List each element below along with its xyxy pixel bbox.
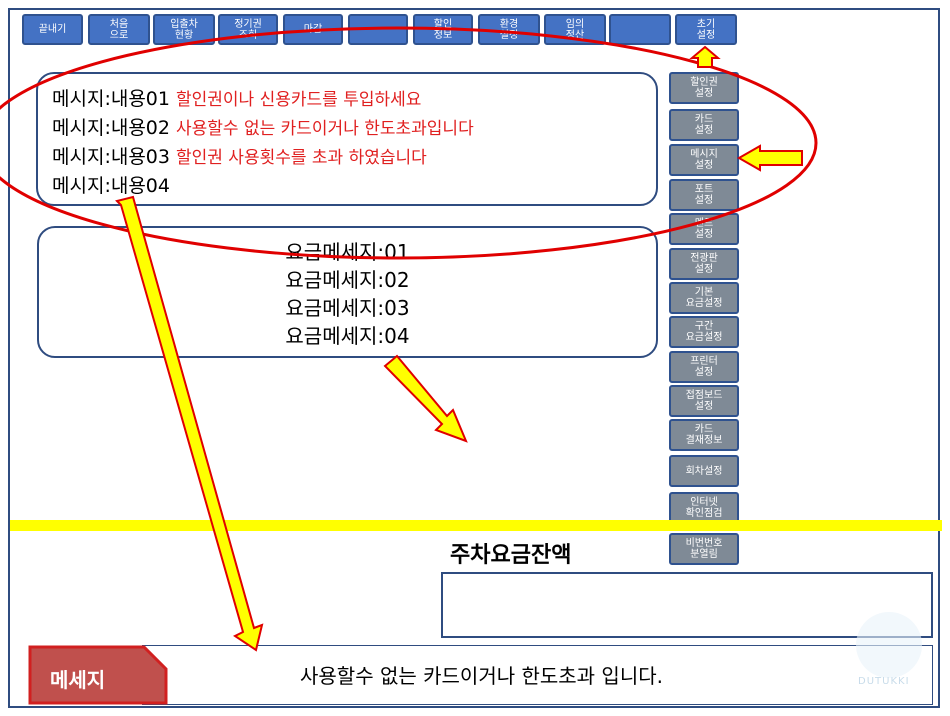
- balance-title: 주차요금잔액: [450, 543, 572, 568]
- side-item-announcement[interactable]: 멘트 설정: [669, 213, 739, 245]
- side-item-discount-ticket[interactable]: 할인권 설정: [669, 72, 739, 104]
- side-item-card[interactable]: 카드 설정: [669, 109, 739, 141]
- watermark-text: DUTUKKI: [858, 676, 910, 687]
- side-item-rotation[interactable]: 회차설정: [669, 455, 739, 487]
- bottom-message-box: [142, 645, 933, 705]
- discount-info-button[interactable]: 할인 정보: [413, 14, 473, 45]
- side-item-section-fee[interactable]: 구간 요금설정: [669, 316, 739, 348]
- blank-button-1[interactable]: [348, 14, 408, 45]
- message-text[interactable]: 할인권이나 신용카드를 투입하세요: [175, 90, 422, 110]
- season-pass-button[interactable]: 정기권 조회: [218, 14, 278, 45]
- initial-settings-button[interactable]: 초기 설정: [675, 14, 737, 45]
- yellow-divider: [10, 520, 942, 531]
- message-key: 메시지:내용01: [52, 88, 170, 110]
- message-key: 메시지:내용03: [52, 146, 170, 168]
- side-item-display-board[interactable]: 전광판 설정: [669, 248, 739, 280]
- main-frame: [8, 8, 940, 708]
- bottom-message-text: 사용할수 없는 카드이거나 한도초과 입니다.: [300, 664, 663, 688]
- side-item-password-open[interactable]: 비번번호 분열림: [669, 533, 739, 565]
- side-item-card-payment[interactable]: 카드 결재정보: [669, 419, 739, 451]
- balance-display: [441, 572, 933, 638]
- side-item-message[interactable]: 메시지 설정: [669, 144, 739, 176]
- fee-message-1[interactable]: 요금메세지:01: [285, 240, 410, 264]
- side-item-basic-fee[interactable]: 기본 요금설정: [669, 282, 739, 314]
- side-item-printer[interactable]: 프린터 설정: [669, 351, 739, 383]
- fee-message-3[interactable]: 요금메세지:03: [285, 296, 410, 320]
- message-text[interactable]: 사용할수 없는 카드이거나 한도초과입니다: [175, 119, 474, 139]
- entry-exit-status-button[interactable]: 입출차 현황: [153, 14, 215, 45]
- fee-message-2[interactable]: 요금메세지:02: [285, 268, 410, 292]
- blank-button-2[interactable]: [609, 14, 671, 45]
- message-key: 메시지:내용02: [52, 117, 170, 139]
- manual-settlement-button[interactable]: 임의 정산: [544, 14, 606, 45]
- closing-button[interactable]: 마감: [283, 14, 343, 45]
- environment-settings-button[interactable]: 환경 설정: [478, 14, 540, 45]
- exit-button[interactable]: 끝내기: [22, 14, 83, 45]
- side-item-port[interactable]: 포트 설정: [669, 179, 739, 211]
- message-row-4[interactable]: 메시지:내용04: [52, 171, 176, 198]
- fee-message-box: 요금메세지:01 요금메세지:02 요금메세지:03 요금메세지:04: [37, 226, 658, 358]
- message-text[interactable]: 할인권 사용횟수를 초과 하였습니다: [175, 148, 427, 168]
- watermark-logo-icon: [856, 612, 922, 678]
- home-button[interactable]: 처음 으로: [88, 14, 150, 45]
- message-tag-label: 메세지: [50, 668, 106, 692]
- side-item-contact-board[interactable]: 접점보드 설정: [669, 385, 739, 417]
- fee-message-4[interactable]: 요금메세지:04: [285, 324, 410, 348]
- message-key: 메시지:내용04: [52, 175, 170, 197]
